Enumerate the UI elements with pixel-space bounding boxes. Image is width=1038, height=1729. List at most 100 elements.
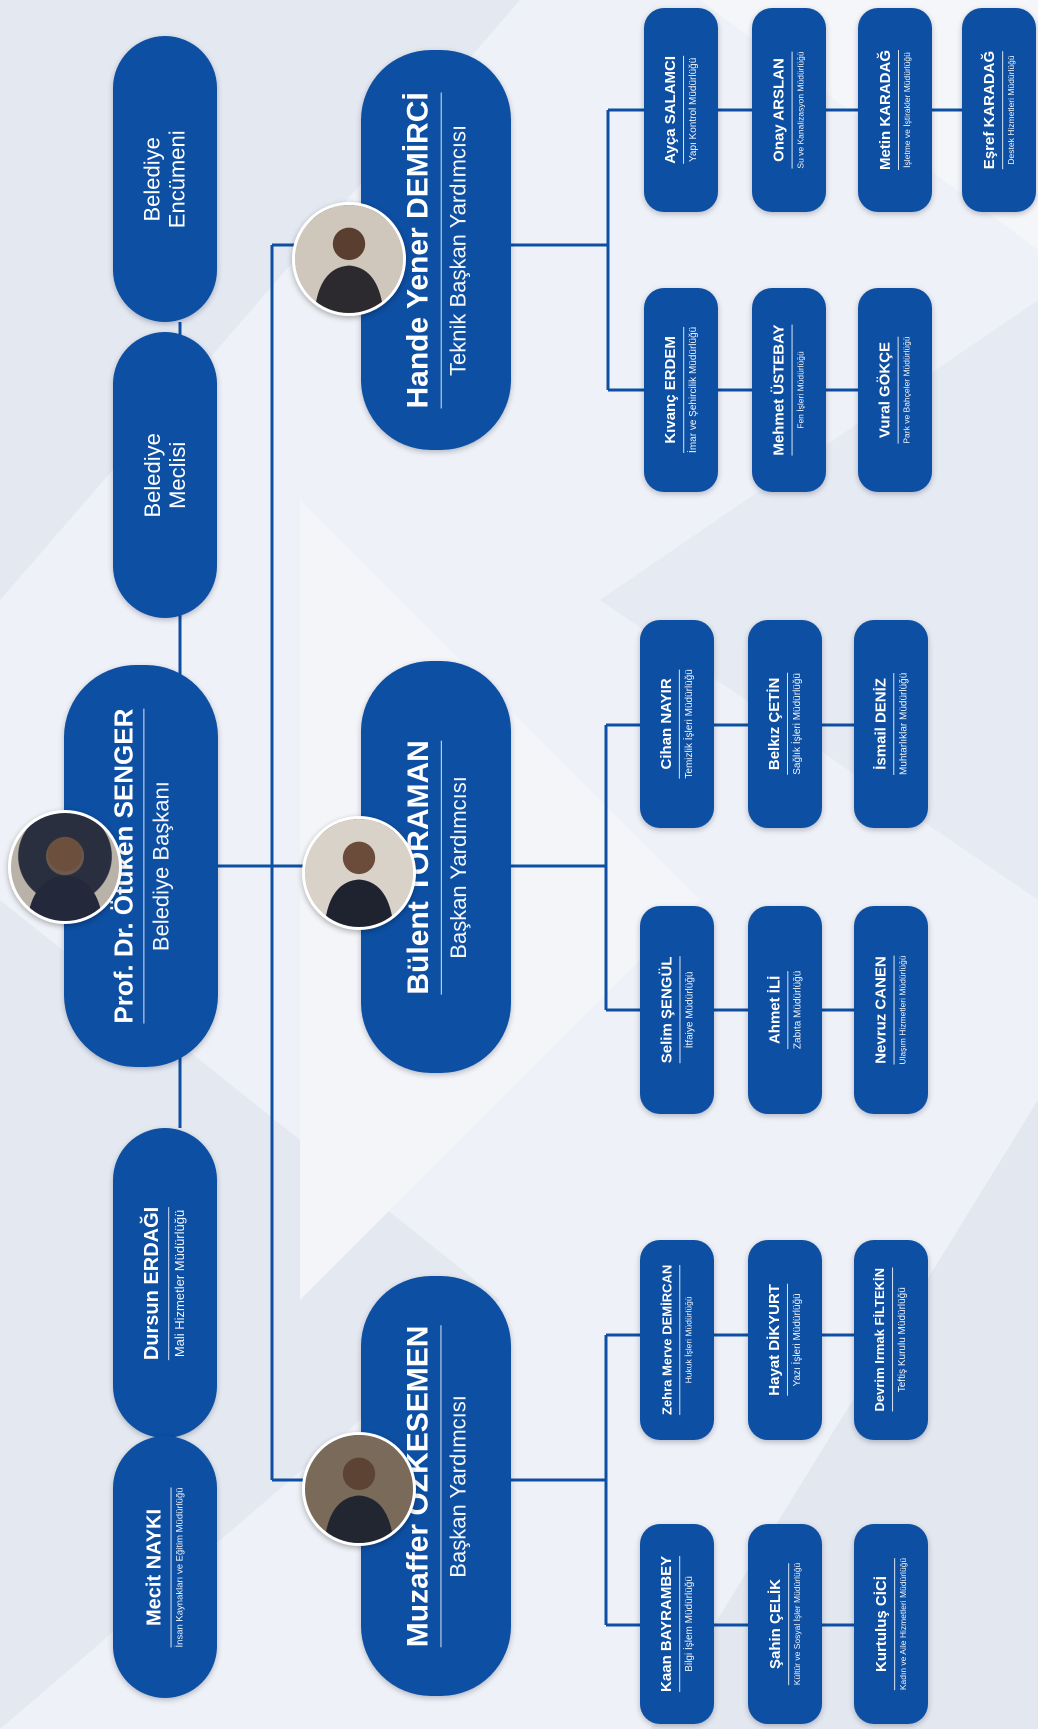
directorate-name: Onay ARSLAN bbox=[770, 58, 788, 162]
mayor-divider bbox=[142, 708, 144, 1024]
directorate-divider bbox=[898, 336, 900, 444]
council-label-1: Belediye bbox=[139, 432, 165, 518]
directorate-box: Ahmet İLİ Zabıta Müdürlüğü bbox=[748, 906, 822, 1114]
mayor-title: Belediye Başkanı bbox=[147, 781, 173, 952]
mayor-photo bbox=[8, 810, 122, 924]
committee-label-2: Encümeni bbox=[165, 130, 190, 228]
deputy-photo-toraman bbox=[302, 816, 416, 930]
directorate-title: Ulaşım Hizmetleri Müdürlüğü bbox=[898, 955, 909, 1065]
directorate-divider bbox=[894, 955, 896, 1065]
directorate-name: Zehra Merve DEMİRCAN bbox=[659, 1264, 675, 1416]
directorate-box: Kıvanç ERDEM İmar ve Şehircilik Müdürlüğü bbox=[644, 288, 718, 492]
manager-name: Dursun ERDAĞI bbox=[141, 1206, 164, 1360]
deputy-title: Başkan Yardımcısı bbox=[445, 775, 471, 959]
directorate-box: Eşref KARADAĞ Destek Hizmetleri Müdürlüğü bbox=[962, 8, 1036, 212]
committee-label-1: Belediye bbox=[139, 136, 165, 222]
directorate-box: Hayat DİKYURT Yazı İşleri Müdürlüğü bbox=[748, 1240, 822, 1440]
directorate-divider bbox=[679, 1264, 681, 1416]
manager-title: Mali Hizmetler Müdürlüğü bbox=[172, 1209, 188, 1357]
council-box: Belediye Meclisi bbox=[113, 332, 217, 618]
directorate-title: Kadın ve Aile Hizmetleri Müdürlüğü bbox=[898, 1557, 909, 1691]
directorate-box: Şahin ÇELİK Kültür ve Sosyal İşler Müdürl… bbox=[748, 1524, 822, 1724]
directorate-box: Zehra Merve DEMİRCAN Hukuk İşleri Müdürlü… bbox=[640, 1240, 714, 1440]
directorate-divider bbox=[787, 673, 789, 775]
directorate-box: Cihan NAYIR Temizlik İşleri Müdürlüğü bbox=[640, 620, 714, 828]
directorate-box: Ayça SALAMCI Yapı Kontrol Müdürlüğü bbox=[644, 8, 718, 212]
directorate-divider bbox=[787, 1284, 789, 1396]
directorate-title: Park ve Bahçeler Müdürlüğü bbox=[902, 336, 913, 444]
directorate-divider bbox=[892, 1268, 894, 1412]
deputy-divider bbox=[440, 1325, 442, 1647]
deputy-photo-technical bbox=[292, 202, 406, 316]
directorate-title: Yapı Kontrol Müdürlüğü bbox=[688, 57, 700, 163]
manager-box-finance: Dursun ERDAĞI Mali Hizmetler Müdürlüğü bbox=[113, 1128, 217, 1438]
directorate-divider bbox=[1002, 50, 1004, 170]
deputy-photo-ozkesemen bbox=[302, 1432, 416, 1546]
directorate-name: Mehmet ÜSTEBAY bbox=[771, 324, 788, 456]
deputy-divider bbox=[440, 739, 442, 995]
directorate-divider bbox=[683, 56, 685, 164]
directorate-divider bbox=[679, 956, 681, 1064]
directorate-title: İmar ve Şehircilik Müdürlüğü bbox=[688, 326, 700, 454]
directorate-box: Nevruz CANEN Ulaşım Hizmetleri Müdürlüğü bbox=[854, 906, 928, 1114]
deputy-divider bbox=[440, 91, 442, 409]
directorate-title: İşletme ve İştirakler Müdürlüğü bbox=[902, 52, 913, 168]
directorate-name: Selim ŞENGÜL bbox=[658, 956, 676, 1064]
directorate-name: Eşref KARADAĞ bbox=[981, 50, 998, 170]
directorate-title: Fen İşleri Müdürlüğü bbox=[796, 351, 807, 429]
directorate-box: Onay ARSLAN Su ve Kanalizasyon Müdürlüğü bbox=[752, 8, 826, 212]
deputy-title: Teknik Başkan Yardımcısı bbox=[445, 124, 471, 376]
directorate-name: Ayça SALAMCI bbox=[662, 56, 680, 164]
directorate-box: Vural GÖKÇE Park ve Bahçeler Müdürlüğü bbox=[858, 288, 932, 492]
directorate-box: Kurtuluş CİCİ Kadın ve Aile Hizmetleri Mü… bbox=[854, 1524, 928, 1724]
directorate-divider bbox=[788, 1562, 790, 1686]
manager-title: İnsan Kaynakları ve Eğitim Müdürlüğü bbox=[174, 1486, 186, 1647]
manager-divider bbox=[168, 1206, 170, 1360]
directorate-box: Devrim Irmak FİLTEKİN Teftiş Kurulu Müdür… bbox=[854, 1240, 928, 1440]
manager-name: Mecit NAYKI bbox=[143, 1508, 166, 1626]
directorate-name: Nevruz CANEN bbox=[872, 956, 890, 1064]
directorate-title: Su ve Kanalizasyon Müdürlüğü bbox=[796, 51, 807, 169]
directorate-name: Kıvanç ERDEM bbox=[662, 336, 680, 444]
directorate-title: Teftiş Kurulu Müdürlüğü bbox=[897, 1287, 909, 1393]
directorate-name: Hayat DİKYURT bbox=[766, 1284, 784, 1396]
directorate-divider bbox=[894, 1557, 896, 1691]
manager-divider bbox=[170, 1486, 172, 1647]
directorate-name: İsmail DENİZ bbox=[872, 678, 890, 770]
council-label-2: Meclisi bbox=[164, 441, 190, 509]
directorate-title: Zabıta Müdürlüğü bbox=[792, 970, 804, 1050]
directorate-divider bbox=[792, 324, 794, 456]
directorate-name: Kurtuluş CİCİ bbox=[873, 1576, 890, 1672]
directorate-box: Kaan BAYRAMBEY Bilgi İşlem Müdürlüğü bbox=[640, 1524, 714, 1724]
directorate-name: Kaan BAYRAMBEY bbox=[658, 1555, 676, 1693]
directorate-title: Bilgi İşlem Müdürlüğü bbox=[684, 1576, 696, 1672]
directorate-divider bbox=[898, 49, 900, 170]
directorate-box: Mehmet ÜSTEBAY Fen İşleri Müdürlüğü bbox=[752, 288, 826, 492]
directorate-divider bbox=[683, 326, 685, 454]
directorate-title: Yazı İşleri Müdürlüğü bbox=[792, 1293, 804, 1387]
directorate-title: Muhtarlıklar Müdürlüğü bbox=[898, 672, 910, 776]
directorate-divider bbox=[679, 669, 681, 779]
directorate-title: Hukuk İşleri Müdürlüğü bbox=[683, 1296, 694, 1384]
deputy-name: Hande Yener DEMİRCİ bbox=[401, 91, 435, 409]
directorate-name: Şahin ÇELİK bbox=[766, 1578, 784, 1670]
directorate-name: Cihan NAYIR bbox=[658, 678, 676, 770]
directorate-divider bbox=[893, 672, 895, 776]
directorate-title: Destek Hizmetleri Müdürlüğü bbox=[1006, 55, 1017, 165]
directorate-box: Selim ŞENGÜL İtfaiye Müdürlüğü bbox=[640, 906, 714, 1114]
directorate-divider bbox=[679, 1555, 681, 1693]
manager-box-hr: Mecit NAYKI İnsan Kaynakları ve Eğitim M… bbox=[113, 1436, 217, 1698]
directorate-box: İsmail DENİZ Muhtarlıklar Müdürlüğü bbox=[854, 620, 928, 828]
directorate-name: Devrim Irmak FİLTEKİN bbox=[872, 1268, 888, 1412]
directorate-title: Kültür ve Sosyal İşler Müdürlüğü bbox=[792, 1562, 803, 1686]
directorate-title: Temizlik İşleri Müdürlüğü bbox=[684, 669, 696, 779]
directorate-title: İtfaiye Müdürlüğü bbox=[684, 971, 696, 1049]
deputy-title: Başkan Yardımcısı bbox=[445, 1394, 471, 1578]
directorate-name: Ahmet İLİ bbox=[766, 975, 784, 1045]
directorate-title: Sağlık İşleri Müdürlüğü bbox=[792, 673, 804, 775]
directorate-name: Metin KARADAĞ bbox=[876, 49, 894, 170]
directorate-divider bbox=[792, 51, 794, 169]
directorate-name: Vural GÖKÇE bbox=[877, 341, 894, 439]
committee-box: Belediye Encümeni bbox=[113, 36, 217, 322]
